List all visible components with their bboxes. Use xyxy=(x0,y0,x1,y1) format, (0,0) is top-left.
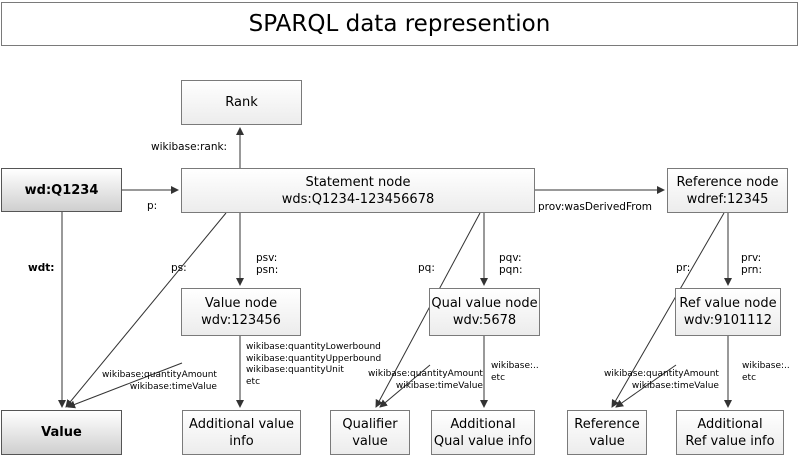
diagram-title: SPARQL data represention xyxy=(1,2,798,46)
edge-label-ref-amount: wikibase:quantityAmount wikibase:timeVal… xyxy=(604,369,719,392)
edge-label-qual-amount-line1: wikibase:quantityAmount xyxy=(368,369,483,379)
edge-label-pq: pq: xyxy=(418,262,435,274)
edge-label-ref-detail-line1: wikibase:.. xyxy=(742,361,790,371)
reference-value-line1: Reference xyxy=(574,416,640,432)
edge-label-value-amount-line1: wikibase:quantityAmount xyxy=(102,370,217,380)
value-node: Value node wdv:123456 xyxy=(181,288,301,336)
edge-label-pr: pr: xyxy=(676,262,691,274)
qual-value-node: Qual value node wdv:5678 xyxy=(429,288,540,336)
edge-label-qual-amount-line2: wikibase:timeValue xyxy=(395,380,483,391)
value-leaf-label: Value xyxy=(41,425,82,440)
statement-node-line2: wds:Q1234-123456678 xyxy=(281,191,435,207)
edge-label-prv: prv: prn: xyxy=(741,252,762,276)
edge-label-ref-detail-line2: etc xyxy=(742,372,757,383)
edge-label-wdt: wdt: xyxy=(28,262,55,274)
edge-label-pqv-line2: pqn: xyxy=(499,264,523,276)
ref-value-node-line1: Ref value node xyxy=(679,296,777,311)
qualifier-value-node: Qualifier value xyxy=(330,410,410,455)
reference-node-line1: Reference node xyxy=(676,174,779,190)
value-node-line1: Value node xyxy=(204,296,278,311)
edge-label-psv-line1: psv: xyxy=(256,252,278,264)
edge-label-value-amount: wikibase:quantityAmount wikibase:timeVal… xyxy=(102,370,217,393)
edge-label-pqv-line1: pqv: xyxy=(499,252,522,264)
reference-node-line2: wdref:12345 xyxy=(686,191,769,207)
reference-node: Reference node wdref:12345 xyxy=(667,168,788,213)
edge-label-value-detail: wikibase:quantityLowerbound wikibase:qua… xyxy=(246,342,381,388)
edge-label-psv: psv: psn: xyxy=(256,252,278,276)
edge-label-prv-line2: prn: xyxy=(741,264,762,276)
additional-qual-info-line1: Additional xyxy=(450,416,516,432)
edge-label-qual-amount: wikibase:quantityAmount wikibase:timeVal… xyxy=(368,369,483,392)
edge-label-prov: prov:wasDerivedFrom xyxy=(538,201,652,213)
edge-ref-amount xyxy=(615,364,677,408)
edge-value-amount xyxy=(67,362,183,409)
additional-qual-info-node: Additional Qual value info xyxy=(431,410,535,455)
qualifier-value-line2: value xyxy=(352,433,388,449)
edge-label-pqv: pqv: pqn: xyxy=(499,252,523,276)
additional-value-info-line1: Additional value xyxy=(189,416,294,432)
ref-value-node: Ref value node wdv:9101112 xyxy=(675,288,781,336)
edge-label-value-detail-line4: etc xyxy=(246,376,261,387)
reference-value-node: Reference value xyxy=(567,410,647,455)
edge-label-rank: wikibase:rank: xyxy=(151,141,228,153)
edge-qual-amount xyxy=(379,364,431,408)
edge-label-value-amount-line2: wikibase:timeValue xyxy=(129,381,217,392)
ref-value-node-line2: wdv:9101112 xyxy=(683,313,773,328)
statement-node-line1: Statement node xyxy=(305,174,411,190)
additional-ref-info-line1: Additional xyxy=(697,416,763,432)
edge-ps xyxy=(65,212,227,408)
edge-label-ref-amount-line2: wikibase:timeValue xyxy=(631,380,719,391)
edge-label-qual-detail-line2: etc xyxy=(491,372,506,383)
edge-label-value-detail-line1: wikibase:quantityLowerbound xyxy=(246,342,381,352)
edge-label-ref-detail: wikibase:.. etc xyxy=(742,361,790,384)
qual-value-node-line1: Qual value node xyxy=(431,296,538,311)
edge-label-p: p: xyxy=(147,200,158,212)
edge-label-ps: ps: xyxy=(171,262,187,274)
additional-ref-info-line2: Ref value info xyxy=(685,433,775,449)
edge-label-value-detail-line3: wikibase:quantityUnit xyxy=(246,365,344,375)
additional-qual-info-line2: Qual value info xyxy=(433,433,533,449)
reference-value-line2: value xyxy=(589,433,625,449)
wd-entity-label: wd:Q1234 xyxy=(24,182,99,198)
edge-label-qual-detail-line1: wikibase:.. xyxy=(491,361,539,371)
edge-label-qual-detail: wikibase:.. etc xyxy=(491,361,539,384)
additional-value-info-line2: info xyxy=(229,433,254,449)
additional-value-info-node: Additional value info xyxy=(182,410,301,455)
qual-value-node-line2: wdv:5678 xyxy=(452,313,517,328)
edge-pr xyxy=(611,212,725,408)
additional-ref-info-node: Additional Ref value info xyxy=(676,410,784,455)
value-leaf-node: Value xyxy=(1,410,122,455)
rank-node-label: Rank xyxy=(225,95,258,110)
wd-entity-node: wd:Q1234 xyxy=(1,168,122,212)
edge-label-prv-line1: prv: xyxy=(741,252,762,264)
edge-pq xyxy=(375,212,481,408)
statement-node: Statement node wds:Q1234-123456678 xyxy=(181,168,535,213)
edge-label-ref-amount-line1: wikibase:quantityAmount xyxy=(604,369,719,379)
edge-label-psv-line2: psn: xyxy=(256,264,279,276)
edge-label-value-detail-line2: wikibase:quantityUpperbound xyxy=(246,353,382,364)
qualifier-value-line1: Qualifier xyxy=(342,416,398,432)
rank-node: Rank xyxy=(181,80,302,125)
value-node-line2: wdv:123456 xyxy=(201,313,281,328)
